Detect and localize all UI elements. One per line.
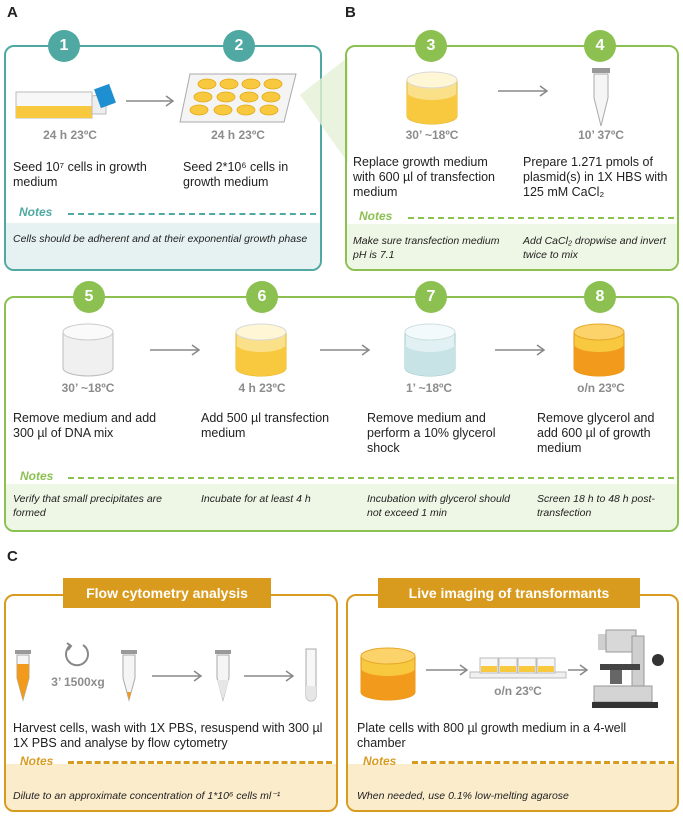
arrow-5-6 [150,344,201,356]
step-2-condition: 24 h 23ºC [211,128,265,142]
dish-growth-medium-icon [573,323,625,377]
step-5-badge: 5 [73,281,105,313]
resuspended-tube-icon [215,650,231,702]
four-well-chamber-icon [469,657,567,679]
panel-b-note-2: Add CaCl₂ dropwise and invert twice to m… [523,235,666,261]
panel-label-c: C [7,548,18,565]
flow-notes-bg [6,764,336,810]
dish-plating-icon [360,647,416,701]
live-condition: o/n 23ºC [494,684,542,698]
microtube-icon [592,68,610,127]
step-8-note: Screen 18 h to 48 h post-transfection [537,493,655,519]
panel-b-notes-divider [408,217,674,219]
flow-cytometry-title: Flow cytometry analysis [63,578,271,608]
step-3-description: Replace growth medium with 600 µl of tra… [353,155,495,199]
harvest-tube-icon [15,650,31,702]
step-2-badge: 2 [223,30,255,62]
step-7-description: Remove medium and perform a 10% glycerol… [367,411,496,455]
panel-b-row2-box [4,296,679,532]
flow-notes-divider [68,761,332,764]
arrow-live-1 [426,664,469,676]
step-5-condition: 30’ ~18ºC [61,381,115,395]
step-8-condition: o/n 23ºC [577,381,625,395]
step-8-description: Remove glycerol and add 600 µl of growth… [537,411,655,455]
panel-a-notes-divider [68,213,316,215]
step-3-badge: 3 [415,30,447,62]
step-7-note: Incubation with glycerol should not exce… [367,493,511,519]
step-7-badge: 7 [415,281,447,313]
arrow-live-2 [568,664,589,676]
panel-b-note-1: Make sure transfection medium pH is 7.1 [353,235,500,261]
step-6-badge: 6 [246,281,278,313]
centrifuge-condition: 3’ 1500xg [51,675,105,689]
pellet-tube-icon [121,650,137,702]
dish-glycerol-icon [404,323,456,377]
step-4-badge: 4 [584,30,616,62]
live-imaging-title: Live imaging of transformants [378,578,640,608]
panel-b-box [345,45,679,271]
flow-description: Harvest cells, wash with 1X PBS, resuspe… [13,721,323,750]
step-3-condition: 30’ ~18ºC [405,128,459,142]
panel-label-a: A [7,4,18,21]
dish-transfection-medium-icon [406,71,458,125]
flow-cytometry-tube-icon [305,648,317,702]
panel-a-notes-bg [6,223,320,269]
step-6-description: Add 500 µl transfection medium [201,411,330,440]
microscope-icon [592,629,664,708]
step-7-condition: 1’ ~18ºC [405,381,453,395]
live-notes-label: Notes [363,754,397,768]
centrifuge-rotation-icon [65,642,89,667]
panel-b-notes-label: Notes [359,209,393,223]
panel-b-notes-bg [347,224,677,269]
flow-notes-label: Notes [20,754,54,768]
live-note: When needed, use 0.1% low-melting agaros… [357,790,569,802]
flow-note: Dilute to an approximate concentration o… [13,790,281,802]
step-5-description: Remove medium and add 300 µl of DNA mix [13,411,157,440]
arrow-3-4 [498,85,549,97]
panel-connector [300,57,348,163]
arrow-flow-2 [244,670,295,682]
row2-notes-divider [68,477,674,479]
dish-dna-mix-icon [62,323,114,377]
well-plate-icon [179,73,297,123]
panel-a-notes-label: Notes [19,205,53,219]
panel-b-row2-notes-bg [6,484,677,530]
culture-flask-icon [15,83,116,119]
live-notes-divider [412,761,674,764]
panel-label-b: B [345,4,356,21]
panel-a-note: Cells should be adherent and at their ex… [13,233,308,245]
step-1-description: Seed 10⁷ cells in growth medium [13,160,147,189]
step-1-badge: 1 [48,30,80,62]
step-4-description: Prepare 1.271 pmols of plasmid(s) in 1X … [523,155,668,199]
live-description: Plate cells with 800 µl growth medium in… [357,721,627,750]
arrow-6-7 [320,344,371,356]
arrow-flow-1 [152,670,203,682]
step-1-condition: 24 h 23ºC [43,128,97,142]
live-notes-bg [348,764,677,810]
step-8-badge: 8 [584,281,616,313]
step-2-description: Seed 2*10⁶ cells in growth medium [183,160,289,189]
step-4-condition: 10’ 37ºC [578,128,624,142]
panel-a-box [4,45,322,271]
arrow-1-2 [126,95,175,107]
arrow-7-8 [495,344,546,356]
step-6-note: Incubate for at least 4 h [201,493,311,505]
step-6-condition: 4 h 23ºC [238,381,286,395]
step-5-note: Verify that small precipitates are forme… [13,493,163,519]
row2-notes-label: Notes [20,469,54,483]
dish-transfection-medium-2-icon [235,323,287,377]
